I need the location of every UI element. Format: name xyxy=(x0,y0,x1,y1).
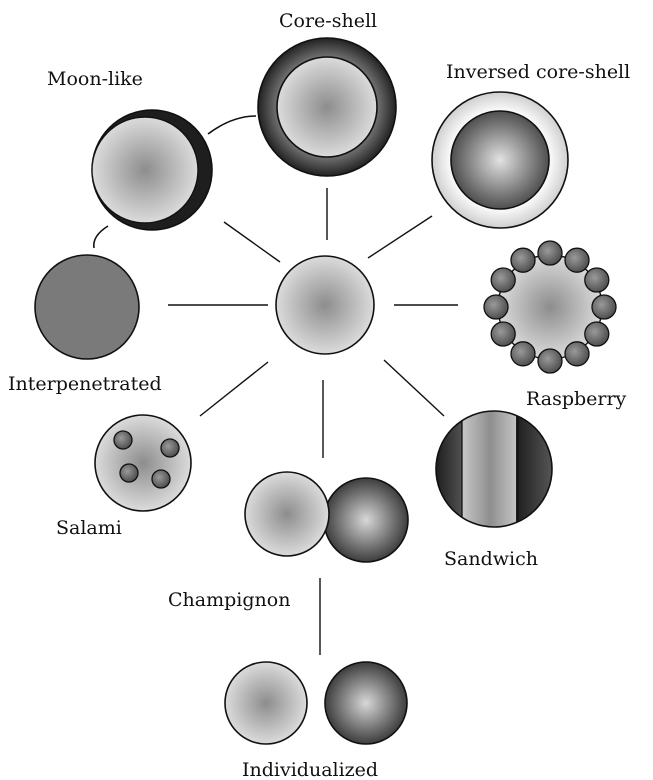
central-particle xyxy=(276,256,374,354)
core-shell-particle xyxy=(258,38,396,176)
moon-like-particle xyxy=(92,110,212,230)
individualized-particles xyxy=(225,662,407,744)
raspberry-bead xyxy=(538,241,562,265)
edge-moon-to-core-shell xyxy=(208,116,256,134)
salami-inclusion xyxy=(152,470,170,488)
raspberry-bead xyxy=(538,349,562,373)
salami-inclusion xyxy=(120,464,138,482)
edge-moon-to-interpenetrated xyxy=(94,226,108,248)
label-sandwich: Sandwich xyxy=(444,548,538,570)
sandwich-particle xyxy=(436,411,552,527)
raspberry-bead xyxy=(484,295,508,319)
salami-particle xyxy=(95,415,191,511)
label-individualized: Individualized xyxy=(242,759,378,780)
label-inversed-core-shell: Inversed core-shell xyxy=(446,61,630,83)
raspberry-bead xyxy=(585,322,609,346)
champignon-particle xyxy=(245,472,408,562)
label-raspberry: Raspberry xyxy=(526,388,627,410)
raspberry-particle xyxy=(484,241,616,373)
raspberry-bead xyxy=(511,248,535,272)
interpenetrated-particle xyxy=(35,255,139,359)
label-core-shell: Core-shell xyxy=(279,10,377,32)
label-moon-like: Moon-like xyxy=(47,68,143,90)
label-salami: Salami xyxy=(56,517,122,539)
label-interpenetrated: Interpenetrated xyxy=(8,373,162,395)
salami-inclusion xyxy=(161,439,179,457)
raspberry-bead xyxy=(565,248,589,272)
raspberry-bead xyxy=(491,268,515,292)
salami-inclusion xyxy=(114,431,132,449)
inversed-core-shell-particle xyxy=(432,92,568,228)
edge-to-sandwich xyxy=(384,360,444,416)
raspberry-bead xyxy=(511,342,535,366)
edge-to-moon-like xyxy=(224,222,280,262)
raspberry-bead xyxy=(491,322,515,346)
edge-to-salami xyxy=(200,362,268,416)
raspberry-bead xyxy=(565,342,589,366)
raspberry-bead xyxy=(585,268,609,292)
label-champignon: Champignon xyxy=(168,589,290,611)
edge-to-inversed-core-shell xyxy=(368,216,432,258)
raspberry-bead xyxy=(592,295,616,319)
